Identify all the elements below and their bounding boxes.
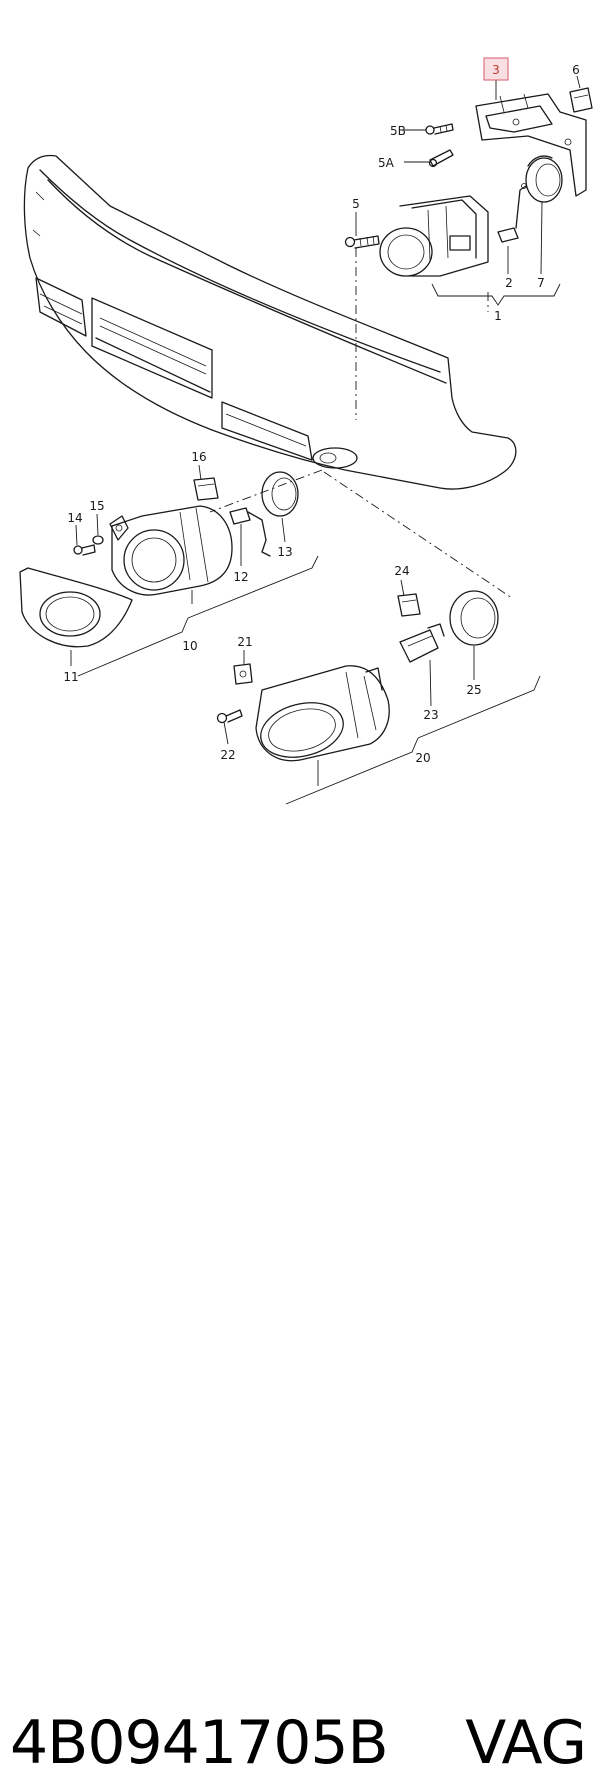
screw-part-5 [344, 235, 380, 249]
callout-15: 15 [89, 499, 104, 513]
callout-6: 6 [572, 63, 580, 77]
callout-5a: 5A [378, 156, 395, 170]
callout-11: 11 [63, 670, 78, 684]
screw-part-22 [216, 709, 243, 724]
seal-ring-part-7 [525, 155, 563, 203]
callout-22: 22 [220, 748, 235, 762]
callout-3: 3 [492, 63, 500, 77]
callout-25: 25 [466, 683, 481, 697]
seal-ring-part-13 [261, 471, 299, 517]
callout-5: 5 [352, 197, 360, 211]
callout-23: 23 [423, 708, 438, 722]
clip-part-21 [233, 663, 253, 685]
callout-24: 24 [394, 564, 409, 578]
seal-ring-part-25 [449, 590, 499, 646]
bracket-part-3 [475, 93, 587, 197]
callout-1: 1 [494, 309, 502, 323]
front-bumper-cover [23, 154, 517, 490]
clip-part-6 [569, 87, 593, 113]
trim-ring-part-11 [19, 567, 133, 648]
top-assembly-leaders [355, 75, 581, 420]
middle-assembly-leaders [70, 464, 513, 677]
screw-part-5b [425, 123, 454, 135]
callout-10: 10 [182, 639, 197, 653]
clip-part-16 [193, 477, 219, 501]
screw-part-14 [73, 544, 96, 556]
caption-bar: 4B0941705B VAG [0, 850, 600, 1778]
bulb-part-23 [399, 623, 445, 663]
fog-lamp-housing-10 [109, 505, 233, 596]
callout-2: 2 [505, 276, 513, 290]
pin-part-5a [428, 149, 454, 168]
callout-14: 14 [67, 511, 82, 525]
bulb-part-12 [229, 507, 271, 557]
callout-labels: 3 6 5B 5A 5 2 7 1 16 15 14 13 12 10 11 2… [63, 57, 580, 765]
exploded-parts-diagram: 3 6 5B 5A 5 2 7 1 16 15 14 13 12 10 11 2… [19, 57, 593, 805]
callout-13: 13 [277, 545, 292, 559]
callout-12: 12 [233, 570, 248, 584]
clip-part-24 [397, 593, 421, 617]
callout-5b: 5B [390, 124, 406, 138]
callout-21: 21 [237, 635, 252, 649]
fog-lamp-assembly-1 [379, 195, 489, 277]
callout-20: 20 [415, 751, 430, 765]
brand-name: VAG [465, 1708, 587, 1778]
washer-part-15 [92, 535, 104, 545]
callout-3-highlight [483, 57, 509, 81]
bulb-part-2 [497, 183, 527, 243]
fog-lamp-housing-20 [255, 665, 390, 762]
callout-7: 7 [537, 276, 545, 290]
callout-16: 16 [191, 450, 206, 464]
part-number: 4B0941705B [10, 1708, 389, 1778]
bottom-assembly-leaders [223, 579, 541, 805]
